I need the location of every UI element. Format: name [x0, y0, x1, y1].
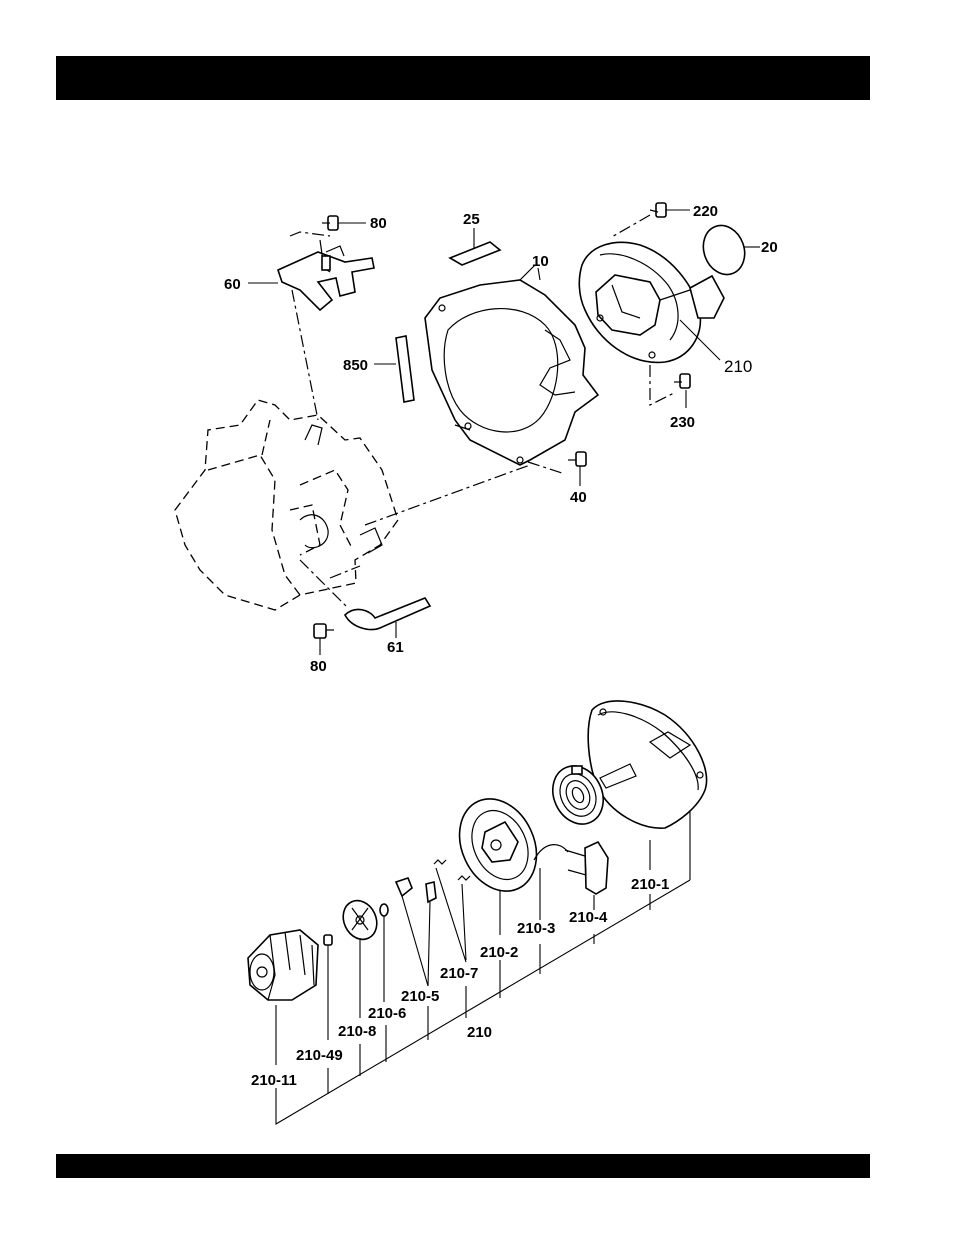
callout-230: 230: [670, 414, 695, 431]
ratchet-pawl-part-210-5: [396, 878, 436, 986]
engine-block: [175, 400, 398, 610]
callout-61: 61: [387, 639, 404, 656]
fan-shroud-part-10: [425, 265, 598, 465]
callout-850: 850: [343, 357, 368, 374]
callout-210-1: 210-1: [631, 876, 669, 893]
circlip-part-210-6: [380, 904, 388, 1002]
bolt-part-220: [610, 203, 690, 238]
bolt-part-230: [650, 365, 690, 408]
callout-25: 25: [463, 211, 480, 228]
bolt-part-40: [528, 452, 586, 486]
callout-210-lower: 210: [467, 1024, 492, 1041]
callout-80-upper: 80: [370, 215, 387, 232]
callout-210-5: 210-5: [401, 988, 439, 1005]
pawl-spring-part-210-7: [434, 860, 470, 962]
callout-60: 60: [224, 276, 241, 293]
callout-210-3: 210-3: [517, 920, 555, 937]
callout-20: 20: [761, 239, 778, 256]
callout-leader-bus: [276, 880, 690, 1124]
callout-210-49: 210-49: [296, 1047, 343, 1064]
seal-ring-part-20: [697, 220, 760, 281]
screw-part-210-49: [324, 935, 332, 1040]
callout-210-7: 210-7: [440, 965, 478, 982]
bolt-part-80-upper: [322, 216, 366, 230]
starter-housing-part-210-1: [588, 701, 706, 880]
callout-210-4: 210-4: [569, 909, 608, 926]
callout-210-11: 210-11: [251, 1072, 297, 1089]
starter-grip-part-210-3: [565, 842, 608, 910]
callout-220: 220: [693, 203, 718, 220]
callout-210-6: 210-6: [368, 1005, 406, 1022]
recoil-starter-part-210: [579, 242, 724, 362]
callout-10: 10: [532, 253, 549, 270]
friction-plate-part-210-8: [337, 895, 383, 1018]
callout-40: 40: [570, 489, 587, 506]
callout-80-lower: 80: [310, 658, 327, 675]
plate-part-61: [345, 598, 430, 638]
label-part-25: [450, 228, 500, 265]
bolt-part-80-lower: [314, 624, 334, 655]
starter-pulley-part-210-11: [248, 930, 318, 1065]
seal-strip-part-850: [374, 336, 414, 402]
callout-210-8: 210-8: [338, 1023, 376, 1040]
callout-210-upper: 210: [724, 357, 752, 376]
callout-210-2: 210-2: [480, 944, 518, 961]
bracket-part-60: [278, 240, 374, 310]
